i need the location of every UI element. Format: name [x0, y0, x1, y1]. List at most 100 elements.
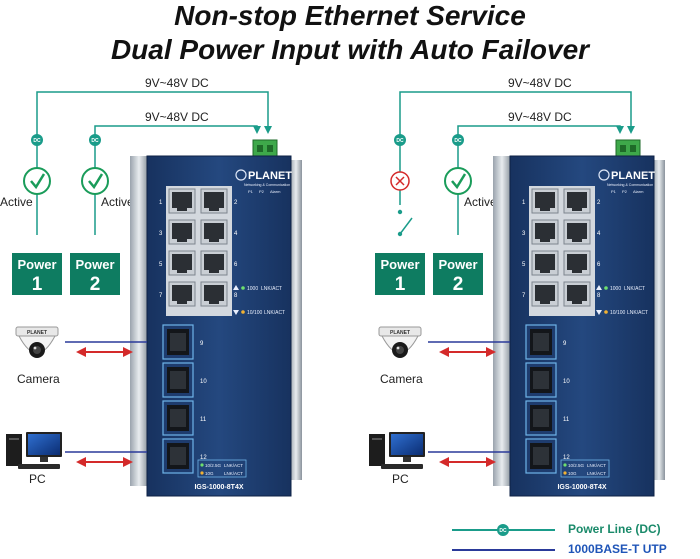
power-line-1 [399, 91, 635, 235]
power-unit [70, 253, 120, 295]
voltage-label: 9V~48V DC [508, 76, 572, 90]
triangle-down-icon [596, 310, 602, 315]
sfp-number: 11 [563, 417, 570, 423]
switch-model: IGS-1000-8T4X [557, 484, 606, 491]
status-active: Active [0, 195, 33, 209]
led-green [604, 286, 608, 290]
power-unit-number: 2 [453, 274, 464, 295]
legend-power-line: DC [452, 524, 555, 536]
check-icon [81, 167, 109, 195]
din-rail [493, 156, 511, 486]
led-orange [563, 471, 567, 475]
led-label: Alarm [270, 189, 281, 194]
led-orange [604, 310, 608, 314]
sfp-legend-2: 10G [568, 471, 577, 476]
port-number: 7 [522, 293, 526, 299]
keyboard-icon [18, 464, 60, 469]
camera-brand: PLANET [390, 330, 410, 336]
port-number: 2 [234, 200, 238, 206]
port-number: 3 [159, 231, 163, 237]
switch-tagline: Networking & Communication [607, 183, 653, 187]
led-green [563, 463, 567, 467]
led-green [200, 463, 204, 467]
power-unit [12, 253, 62, 295]
legend-10100: 10/100 [610, 310, 626, 316]
port-number: 5 [159, 262, 163, 268]
sfp-number: 9 [200, 341, 204, 347]
pc-icon [6, 434, 22, 466]
triangle-up-icon [233, 285, 239, 290]
led-green [241, 286, 245, 290]
led-orange [200, 471, 204, 475]
keyboard-icon [381, 464, 423, 469]
led-label: P2 [622, 189, 628, 194]
check-icon [23, 167, 51, 195]
legend-1000: 1000 [610, 286, 621, 292]
sfp-number: 12 [563, 455, 570, 461]
port-number: 3 [522, 231, 526, 237]
camera-label: Camera [17, 372, 60, 386]
port-number: 6 [597, 262, 601, 268]
title-line-1: Non-stop Ethernet Service [174, 0, 526, 31]
port-number: 1 [522, 200, 526, 206]
port-number: 7 [159, 293, 163, 299]
port-number: 8 [234, 293, 238, 299]
power-unit [375, 253, 425, 295]
sfp-number: 9 [563, 341, 567, 347]
status-active: Active [101, 195, 134, 209]
terminal-block [615, 139, 641, 157]
legend-power-line-label: Power Line (DC) [568, 522, 661, 536]
led-label: Alarm [633, 189, 644, 194]
sfp-legend-1: 10/2.5G [568, 463, 585, 468]
pc-label: PC [29, 472, 46, 486]
pc-label: PC [392, 472, 409, 486]
sfp-legend-lnk: LNK/ACT [224, 471, 243, 476]
power-unit-number: 2 [90, 274, 101, 295]
dc-badge-text: DC [33, 138, 41, 144]
voltage-label: 9V~48V DC [145, 76, 209, 90]
status-active: Active [464, 195, 497, 209]
sfp-number: 11 [200, 417, 207, 423]
pc-icon [369, 434, 385, 466]
sfp-legend-lnk: LNK/ACT [587, 471, 606, 476]
voltage-label: 9V~48V DC [145, 110, 209, 124]
switch-contact [397, 209, 403, 215]
terminal-block [252, 139, 278, 157]
title-line-2: Dual Power Input with Auto Failover [110, 34, 590, 65]
side-rail [290, 160, 302, 480]
legend-lnk: LNK/ACT [627, 310, 648, 316]
power-line-1 [36, 91, 272, 235]
check-icon [444, 167, 472, 195]
planet-logo-icon [598, 169, 610, 181]
open-switch-lever [399, 217, 413, 235]
port-number: 2 [597, 200, 601, 206]
port-number: 5 [522, 262, 526, 268]
dc-badge-icon [89, 134, 101, 146]
port-number: 1 [159, 200, 163, 206]
sfp-number: 10 [200, 379, 207, 385]
switch-tagline: Networking & Communication [244, 183, 290, 187]
port-number: 4 [597, 231, 601, 237]
legend-dc-badge: DC [499, 528, 507, 534]
power-unit-label: Power [438, 257, 477, 272]
legend-1000: 1000 [247, 286, 258, 292]
power-unit-number: 1 [395, 274, 406, 295]
legend-utp-label: 1000BASE-T UTP [568, 542, 667, 556]
legend-lnk: LNK/ACT [261, 286, 282, 292]
port-number: 8 [597, 293, 601, 299]
led-orange [241, 310, 245, 314]
power-unit-number: 1 [32, 274, 43, 295]
camera-label: Camera [380, 372, 423, 386]
triangle-down-icon [233, 310, 239, 315]
triangle-up-icon [596, 285, 602, 290]
side-rail [653, 160, 665, 480]
dc-badge-icon [452, 134, 464, 146]
sfp-legend-lnk: LNK/ACT [224, 463, 243, 468]
legend-10100: 10/100 [247, 310, 263, 316]
sfp-legend-2: 10G [205, 471, 214, 476]
sfp-legend-lnk: LNK/ACT [587, 463, 606, 468]
switch-brand: PLANET [611, 170, 655, 182]
